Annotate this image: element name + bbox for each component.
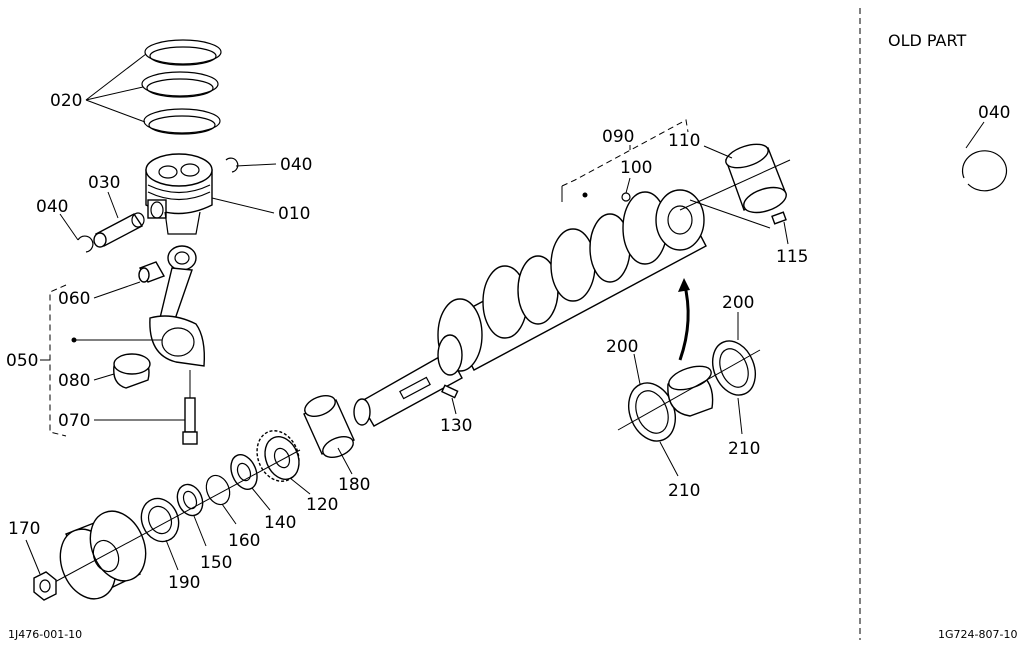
callout-030[interactable]: 030 [88,173,120,193]
assembly-arrow [678,281,690,361]
leader-dot-090 [582,192,588,198]
figure-code-left: 1J476-001-10 [8,628,82,641]
crankshaft-bearing-110[interactable] [723,140,789,218]
callout-leader-040-left [59,213,79,241]
washer-axis-line [617,349,761,431]
callout-leader-030 [107,191,119,219]
callout-010[interactable]: 010 [278,204,310,224]
callout-070[interactable]: 070 [58,411,90,431]
callout-140[interactable]: 140 [264,513,296,533]
callout-080[interactable]: 080 [58,371,90,391]
callout-leader-150 [193,515,207,547]
callout-leader-060 [93,281,141,299]
leader-dot [71,337,77,343]
callout-leader-010 [211,197,275,214]
connecting-rod-bolt[interactable] [182,370,198,445]
callout-200-left[interactable]: 200 [606,337,638,357]
callout-leader-100 [625,177,631,194]
callout-leader-040-top [235,163,277,167]
collar-150[interactable] [173,481,207,520]
callout-leader-080 [93,373,115,381]
callout-040-old[interactable]: 040 [978,103,1010,123]
callout-110[interactable]: 110 [668,131,700,151]
callout-180[interactable]: 180 [338,475,370,495]
dowel-pin[interactable] [621,192,631,202]
crankshaft-gear[interactable] [250,424,307,487]
callout-120[interactable]: 120 [306,495,338,515]
pin-115[interactable] [771,211,787,225]
callout-leader-140 [251,487,271,511]
circlip-pin[interactable] [77,235,94,253]
callout-050[interactable]: 050 [6,351,38,371]
callout-020[interactable]: 020 [50,91,82,111]
callout-leader-180 [337,447,353,475]
callout-leader-160 [221,503,237,525]
callout-leader-020 [85,53,147,123]
pulley-nut-170[interactable] [33,571,57,601]
small-end-bushing[interactable] [138,261,166,283]
callout-040-left[interactable]: 040 [36,197,68,217]
piston-rings[interactable] [141,39,222,135]
callout-170[interactable]: 170 [8,519,40,539]
crankshaft-pulley[interactable] [50,503,155,607]
circlip-piston[interactable] [225,157,239,173]
connecting-rod[interactable] [149,245,206,367]
callout-060[interactable]: 060 [58,289,90,309]
callout-leader-200-left [633,353,641,385]
callout-040-top[interactable]: 040 [280,155,312,175]
o-ring-160[interactable] [202,472,234,508]
piston-pin[interactable] [93,212,145,248]
bearing-axis-line [679,159,791,211]
main-bearing[interactable] [666,362,714,417]
callout-leader-170 [25,539,41,575]
callout-090[interactable]: 090 [602,127,634,147]
callout-150[interactable]: 150 [200,553,232,573]
callout-leader-210-right [737,397,743,435]
big-end-bearing[interactable] [113,353,151,389]
callout-190[interactable]: 190 [168,573,200,593]
washer-140[interactable] [226,451,262,493]
callout-160[interactable]: 160 [228,531,260,551]
callout-leader-115 [783,221,789,245]
bearing-axis-line-2 [689,199,771,229]
crankshaft-sleeve-180[interactable] [302,392,356,462]
callout-leader-040-old [965,121,985,149]
callout-leader-190 [165,539,179,571]
callout-leader-120 [289,477,311,495]
callout-130[interactable]: 130 [440,416,472,436]
callout-210-left[interactable]: 210 [668,481,700,501]
figure-code-right: 1G724-807-10 [938,628,1017,641]
callout-leader-210-left [659,441,679,477]
piston[interactable] [145,153,213,235]
callout-100[interactable]: 100 [620,158,652,178]
assembly-arrow-head [678,278,690,292]
connecting-rod-bracket [49,284,67,437]
callout-leader-110 [703,145,733,159]
callout-200-right[interactable]: 200 [722,293,754,313]
callout-115[interactable]: 115 [776,247,808,267]
callout-leader-130 [451,397,457,415]
old-part-heading: OLD PART [888,31,966,50]
thrust-washer-right[interactable] [705,335,763,402]
pulley-axis-line [39,449,301,591]
crankshaft-key[interactable] [441,384,459,399]
callout-210-right[interactable]: 210 [728,439,760,459]
old-part-circlip[interactable] [961,150,1008,192]
